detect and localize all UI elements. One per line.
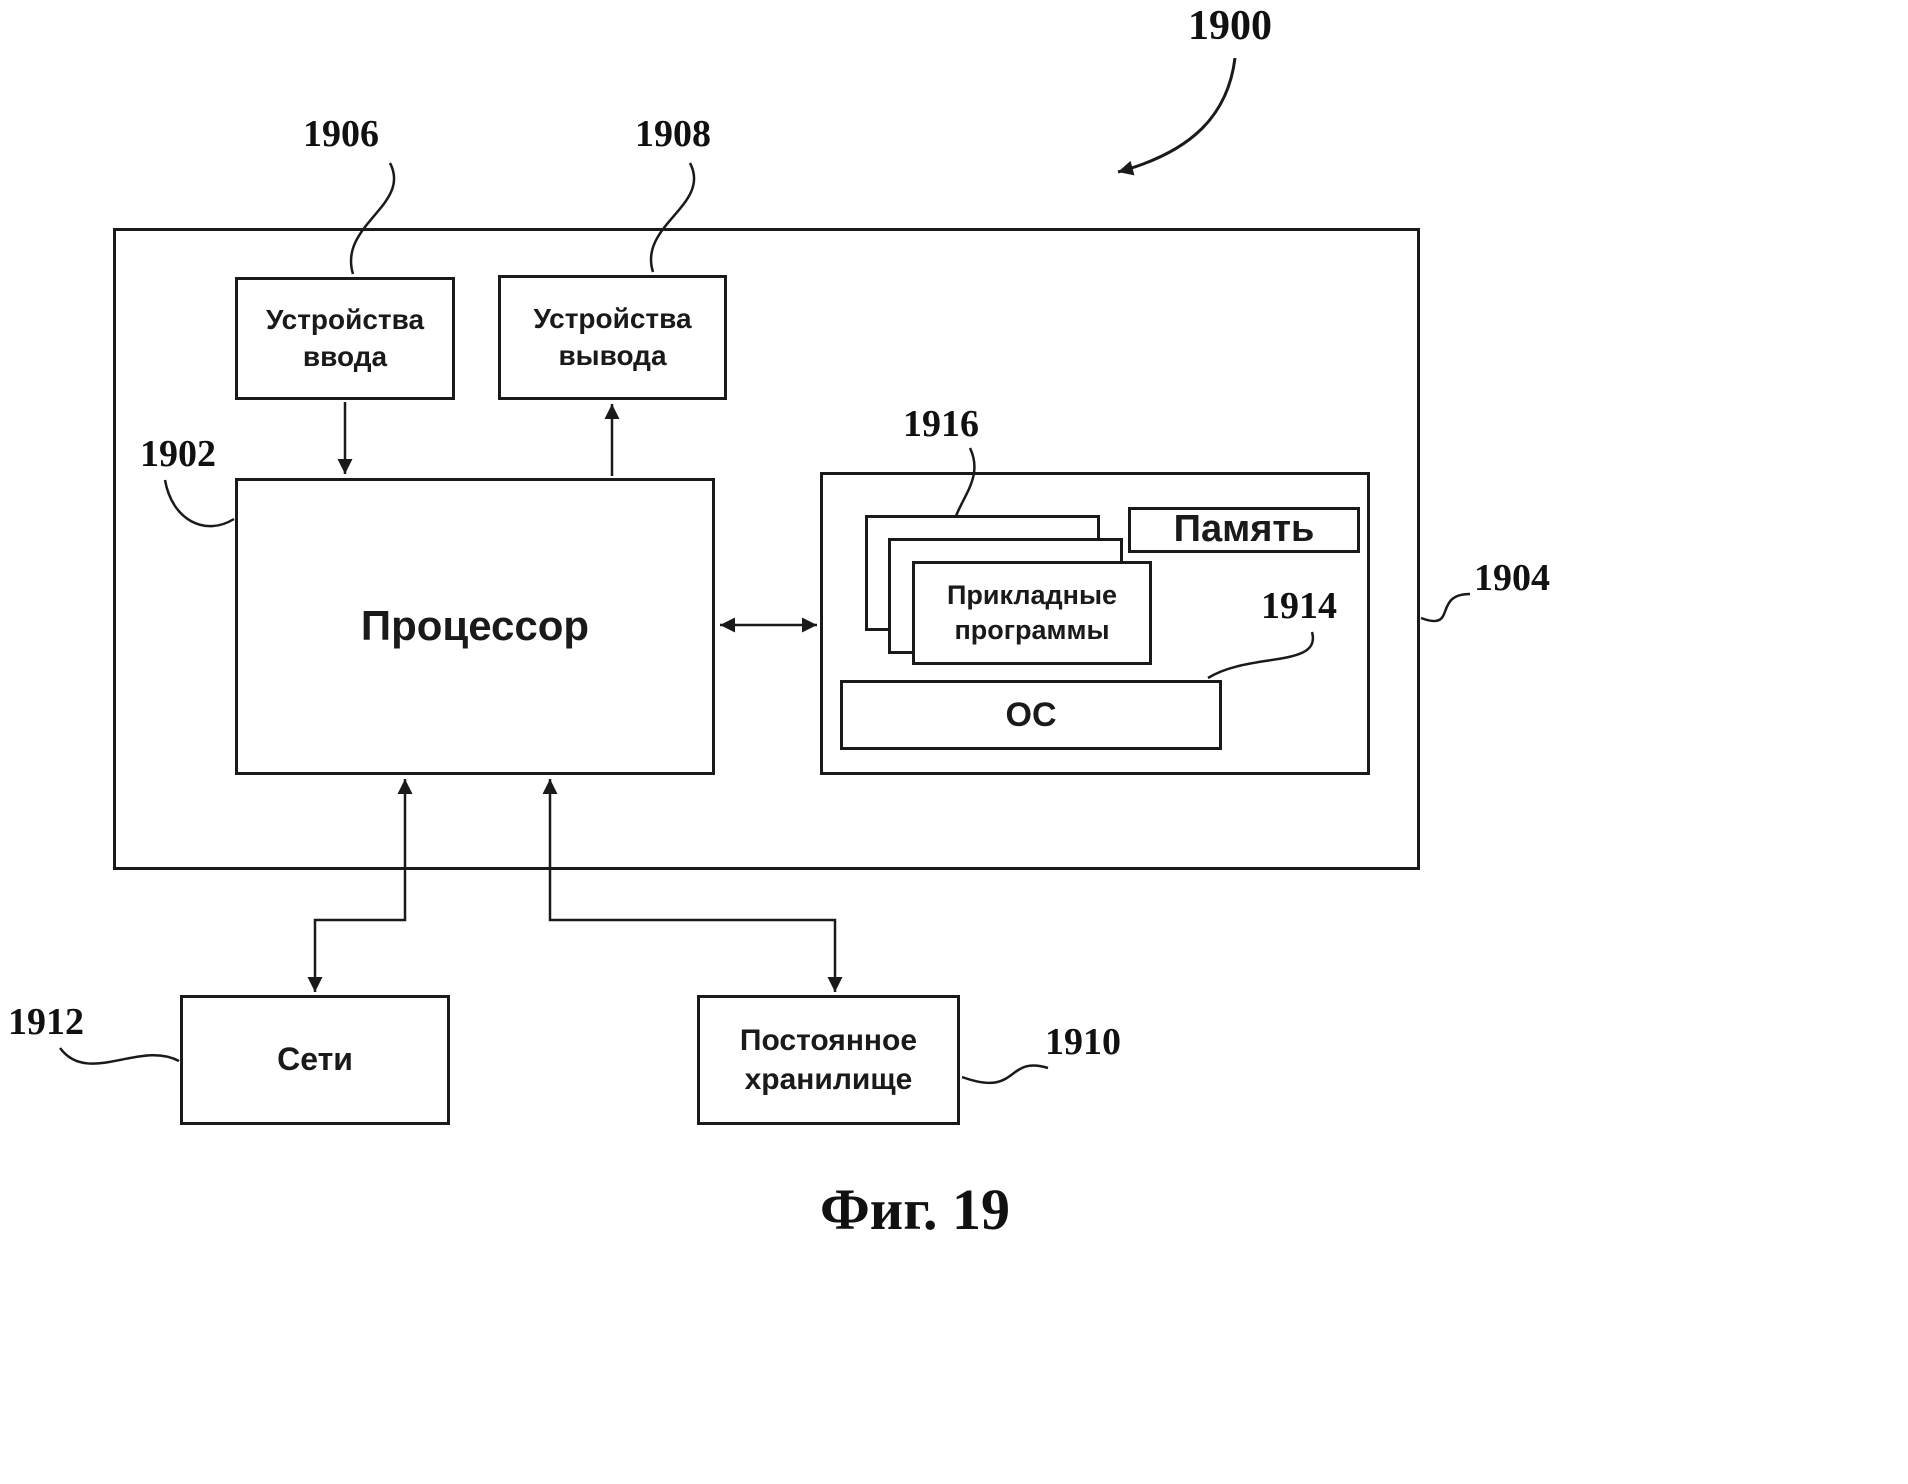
persistent-storage-label: Постоянное хранилище <box>739 1024 918 1096</box>
processor-label: Процессор <box>360 602 590 650</box>
arrow-processor-networks-bidirectional <box>307 779 413 992</box>
ref-label-1908: 1908 <box>635 113 711 155</box>
ref-label-1906: 1906 <box>303 113 379 155</box>
ref-1908-leader <box>649 162 696 273</box>
arrow-processor-storage-bidirectional <box>542 779 843 992</box>
networks-box: Сети <box>180 995 450 1125</box>
ref-1912-leader <box>58 1047 180 1065</box>
memory-container-box <box>820 472 1370 775</box>
networks-label: Сети <box>277 1041 353 1078</box>
output-devices-box: Устройства вывода <box>498 275 727 400</box>
memory-label: Память <box>1173 508 1315 551</box>
ref-label-1910: 1910 <box>1045 1021 1121 1063</box>
app-programs-label: Прикладные программы <box>946 579 1118 645</box>
os-label: ОС <box>1005 695 1057 734</box>
system-boundary-box <box>113 228 1420 870</box>
ref-label-1902: 1902 <box>140 433 216 475</box>
processor-box: Процессор <box>235 478 715 775</box>
ref-label-1904: 1904 <box>1474 557 1550 599</box>
ref-1906-leader <box>349 162 396 275</box>
app-programs-box: Прикладные программы <box>912 561 1152 665</box>
input-devices-label: Устройства ввода <box>265 304 425 372</box>
ref-1910-leader <box>961 1064 1049 1085</box>
os-box: ОС <box>840 680 1222 750</box>
ref-1904-leader <box>1420 592 1471 623</box>
output-devices-label: Устройства вывода <box>533 303 692 371</box>
figure-caption: Фиг. 19 <box>819 1177 1011 1242</box>
ref-label-1912: 1912 <box>8 1001 84 1043</box>
ref-1902-leader <box>163 479 235 528</box>
persistent-storage-box: Постоянное хранилище <box>697 995 960 1125</box>
ref-label-1916: 1916 <box>903 403 979 445</box>
ref-label-1914: 1914 <box>1261 585 1337 627</box>
memory-title-box: Память <box>1128 507 1360 553</box>
input-devices-box: Устройства ввода <box>235 277 455 400</box>
ref-1914-leader <box>1207 631 1315 680</box>
ref-label-1900: 1900 <box>1188 3 1272 49</box>
ref-1900-arrow <box>1117 57 1237 176</box>
